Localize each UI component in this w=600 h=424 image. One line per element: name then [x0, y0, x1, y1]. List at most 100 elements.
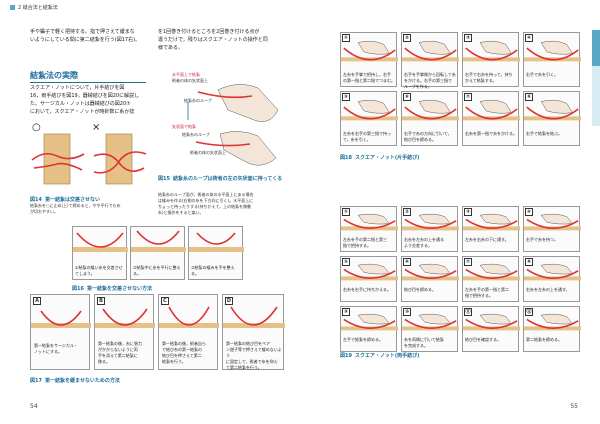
step-text: 結び目を確認する。	[465, 337, 501, 342]
figure-17-cell-b: B 第一結紮の後，糸に張力がかからないように両手を添えて第二結紮に移る。	[94, 294, 155, 370]
suture-thread	[465, 106, 518, 120]
side-tab	[592, 30, 600, 66]
figure-17-cell-c-art	[159, 306, 219, 328]
page-number-left: 54	[30, 403, 38, 410]
step-illustration	[341, 40, 398, 62]
step-label: ④	[525, 208, 533, 216]
figure-15: 水平面上で結紮 術者の体の矢状面上 矢状面で結紮 結紮糸のループ 結紮糸のループ…	[158, 70, 290, 174]
figure-16: ①結紮の緩い糸を交差させてしまう。 ②結紮中に糸を平行に整える。 ③結紮の緩みを…	[72, 226, 244, 282]
hand-drawing	[540, 313, 573, 325]
figure-16-panel-1-art	[73, 232, 128, 252]
figure-17-cell-c: C 第一結紮の後，術者自らで結び糸の第一結紮の結び目を押さえて第二結紮を行う。	[158, 294, 219, 370]
figure-17-cell-a-art	[31, 310, 91, 328]
section-heading: 結紮法の実際	[30, 70, 146, 83]
step-label: ⑦	[464, 258, 472, 266]
step-text: 右手で糸の方向に引いて，結び目を締める。	[404, 131, 452, 142]
hand-drawing	[418, 40, 451, 55]
step-text: 右手で糸を引く。	[526, 72, 558, 77]
suture-thread	[465, 218, 518, 229]
suture-thread	[526, 268, 579, 279]
step-label: ③	[464, 34, 472, 42]
hand-drawing	[479, 99, 512, 114]
step-text: 右手で右糸を持って，持ちかえて結紮する。	[465, 72, 513, 83]
hand-drawing	[357, 263, 390, 275]
step-cell: ⑤ 右糸を右手に持ちかえる。	[340, 256, 398, 302]
step-text: 第二結紮を締める。	[526, 337, 562, 342]
step-label: ①	[342, 208, 350, 216]
suture-thread	[526, 106, 579, 120]
step-text: 右手で糸を持つ。	[526, 237, 558, 242]
step-text: 糸を両側に引いて結紮を完成する。	[404, 337, 444, 348]
step-label: ③	[464, 208, 472, 216]
suture-thread	[526, 218, 579, 229]
hand-drawing	[479, 40, 512, 55]
step-illustration	[524, 99, 581, 121]
figure-16-panel-1: ①結紮の緩い糸を交差させてしまう。	[72, 226, 128, 280]
step-text: 右糸を右手に持ちかえる。	[343, 287, 391, 292]
step-text: 左糸を手の第一指と第二指で把持する。	[465, 287, 509, 298]
step-illustration	[402, 40, 459, 62]
step-illustration	[402, 213, 459, 231]
step-illustration	[402, 99, 459, 121]
label-loop-1: 結紮糸のループ	[182, 132, 210, 137]
step-illustration	[341, 313, 398, 331]
suture-thread	[404, 318, 457, 329]
hand-drawing	[357, 99, 390, 114]
figure-16-panel-3: ③結紮の緩みを手を整える。	[188, 226, 244, 280]
figure-14-note: 結紮糸を○に止め(上)て締めると，やや平行でも糸 が切れやすい。	[30, 203, 121, 214]
step-text: 左糸を右手の第三指で持って，糸を引く。	[343, 131, 391, 142]
side-tab-light	[592, 66, 600, 126]
step-illustration	[463, 99, 520, 121]
label-sagittal-2: 術者の体の矢状面上	[190, 150, 226, 155]
hand-drawing	[540, 99, 573, 114]
figure-15-note: 結紮糸のループ面が，術者の体の水平面上にある場合 は緩みを作る(右側の糸を下方向…	[158, 192, 254, 215]
step-text: 左糸を手掌で把持し，右手の第一指と第二指でつまむ。	[343, 72, 395, 83]
step-label: ②	[403, 208, 411, 216]
hand-drawing	[357, 213, 390, 225]
label-loop-2: 結紮糸のループ	[184, 98, 212, 103]
step-label: ⑫	[525, 308, 533, 316]
hand-drawing	[357, 40, 390, 55]
step-label: ⑤	[342, 258, 350, 266]
step-illustration	[463, 313, 520, 331]
figure-17-cell-b-art	[95, 308, 155, 328]
suture-thread	[343, 47, 396, 61]
step-label: ①	[342, 34, 350, 42]
step-illustration	[341, 213, 398, 231]
figure-17-cell-d-art	[223, 306, 285, 328]
left-page: 2 縫合法と結紮法 手や鑷子で軽く把持する。指で押さえて緩まな いようにしている…	[10, 5, 290, 410]
suture-thread	[404, 268, 457, 279]
figure-16-panel-2: ②結紮中に糸を平行に整える。	[130, 226, 186, 280]
figure-16-panel-3-art	[189, 232, 244, 252]
suture-thread	[343, 318, 396, 329]
step-text: 右糸を左糸の上を通す。	[526, 287, 570, 292]
ok-mark: ○	[32, 122, 41, 133]
suture-thread	[404, 106, 457, 120]
suture-thread	[343, 106, 396, 120]
suture-thread	[404, 218, 457, 229]
step-illustration	[463, 40, 520, 62]
step-text: 結び目を締める。	[404, 287, 436, 292]
suture-thread	[465, 268, 518, 279]
suture-thread	[343, 218, 396, 229]
step-cell: ③ 右手で右糸を持って，持ちかえて結紮する。	[462, 32, 520, 87]
step-illustration	[524, 263, 581, 281]
step-cell: ⑦ 左糸を手の第一指と第二指で把持する。	[462, 256, 520, 302]
figure-17-cell-a: A 第一結紮をサージカル・ノットにする。	[30, 294, 91, 370]
suture-thread	[343, 268, 396, 279]
